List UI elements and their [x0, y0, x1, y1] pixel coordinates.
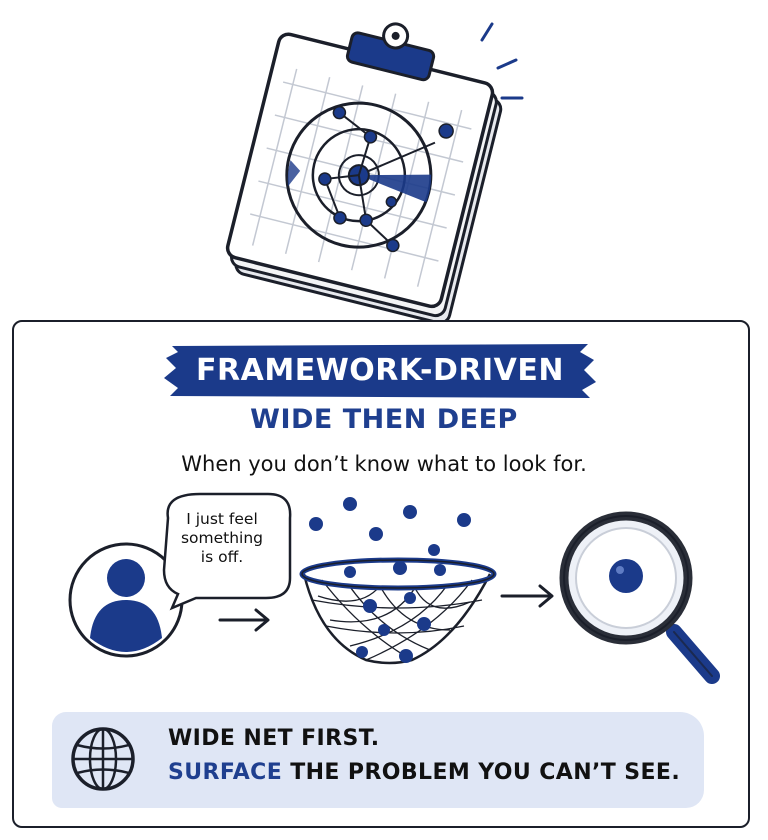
globe-icon [71, 727, 135, 791]
clipboard-radar-icon [225, 22, 524, 320]
arrow-right-icon [218, 608, 270, 632]
summary-line-2-rest: THE PROBLEM YOU CAN’T SEE. [282, 760, 681, 785]
tagline: When you don’t know what to look for. [181, 452, 587, 476]
summary-accent-word: SURFACE [168, 760, 283, 785]
person-icon [68, 542, 184, 658]
magnifying-glass-icon [559, 511, 720, 684]
falling-balls [309, 497, 471, 556]
summary-line-2: SURFACE THE PROBLEM YOU CAN’T SEE. [168, 760, 680, 785]
title-banner [164, 344, 596, 398]
net-icon [299, 557, 497, 665]
speech-bubble [162, 492, 292, 611]
summary-line-1: WIDE NET FIRST. [168, 726, 380, 751]
arrow-right-icon [500, 584, 554, 608]
page-title: FRAMEWORK-DRIVEN [196, 352, 564, 388]
speech-line: something [180, 529, 264, 547]
speech-line: is off. [200, 548, 244, 566]
speech-bubble-text: I just feel something is off. [162, 510, 282, 567]
flow-illustration [68, 492, 720, 684]
summary-band [52, 712, 704, 808]
speech-line: I just feel [186, 510, 258, 528]
subtitle: WIDE THEN DEEP [250, 404, 518, 435]
